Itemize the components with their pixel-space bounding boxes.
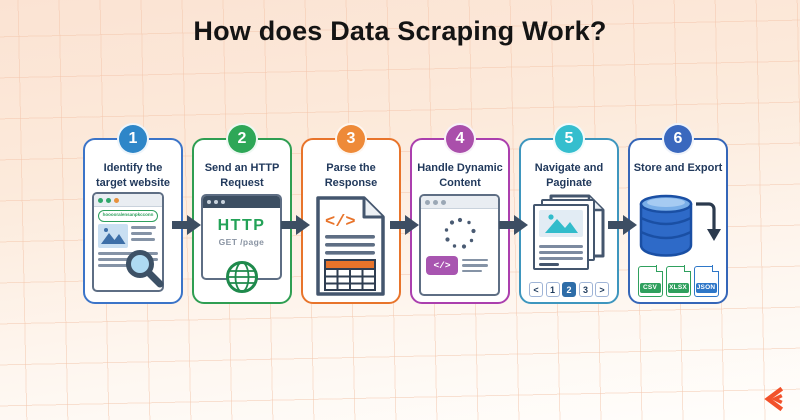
xlsx-file-label: XLSX bbox=[667, 283, 689, 293]
loading-spinner-icon bbox=[444, 217, 476, 249]
text-lines bbox=[131, 224, 158, 248]
step-card-parse-response: 3 Parse the Response </> bbox=[301, 123, 401, 304]
browser-window-icon: </> bbox=[419, 194, 500, 296]
browser-dot-icon bbox=[106, 197, 111, 203]
image-placeholder-icon bbox=[98, 224, 128, 248]
browser-dot-icon bbox=[214, 200, 218, 204]
xlsx-file-icon: XLSX bbox=[665, 265, 692, 297]
step-number-badge: 5 bbox=[553, 123, 585, 155]
flow-arrow-icon bbox=[499, 215, 528, 235]
url-bar: hooooralensanpkcconn bbox=[98, 210, 158, 222]
browser-window-icon: HTTP GET /page bbox=[201, 194, 282, 293]
magnifier-icon bbox=[126, 250, 164, 288]
flow-arrow-icon bbox=[281, 215, 310, 235]
database-icon bbox=[639, 194, 693, 257]
csv-file-icon: CSV bbox=[637, 265, 664, 297]
step-card-navigate-paginate: 5 Navigate and Paginate bbox=[519, 123, 619, 304]
step-number-badge: 6 bbox=[662, 123, 694, 155]
pagination-page-2-active[interactable]: 2 bbox=[562, 282, 576, 297]
step-number-badge: 3 bbox=[335, 123, 367, 155]
browser-dot-icon bbox=[425, 199, 430, 205]
step-label: Handle Dynamic Content bbox=[417, 162, 503, 189]
page-title: How does Data Scraping Work? bbox=[193, 16, 607, 46]
step-label: Identify the target website bbox=[96, 162, 170, 189]
step-label: Parse the Response bbox=[324, 162, 378, 189]
browser-header bbox=[421, 196, 498, 209]
json-file-icon: JSON bbox=[693, 265, 720, 297]
page-sheet bbox=[533, 204, 589, 270]
browser-dot-icon bbox=[114, 197, 119, 203]
step-number-badge: 4 bbox=[444, 123, 476, 155]
step-number-badge: 2 bbox=[226, 123, 258, 155]
step-label: Navigate and Paginate bbox=[534, 162, 604, 189]
code-glyph: </> bbox=[325, 213, 356, 232]
step-card-store-export: 6 Store and Export CSV XLSX JSON bbox=[628, 123, 728, 304]
browser-header bbox=[203, 196, 280, 208]
stacked-pages-icon bbox=[533, 194, 605, 276]
flow-arrow-icon bbox=[608, 215, 637, 235]
pagination-page-1[interactable]: 1 bbox=[545, 282, 560, 297]
browser-dot-icon bbox=[221, 200, 225, 204]
browser-dot-icon bbox=[98, 197, 103, 203]
export-arrow-icon bbox=[696, 202, 721, 241]
globe-icon bbox=[225, 261, 258, 293]
pagination-next-button[interactable]: > bbox=[595, 282, 609, 297]
export-files-row: CSV XLSX JSON bbox=[632, 265, 724, 297]
document-code-table-icon: </> bbox=[316, 196, 385, 296]
geekflare-logo-icon bbox=[764, 386, 784, 412]
flow-arrow-icon bbox=[390, 215, 419, 235]
browser-dot-icon bbox=[441, 199, 446, 205]
browser-window-icon: hooooralensanpkcconn bbox=[92, 192, 164, 292]
text-lines bbox=[539, 245, 583, 266]
step-card-dynamic-content: 4 Handle Dynamic Content </> bbox=[410, 123, 510, 304]
browser-dot-icon bbox=[433, 199, 438, 205]
text-lines bbox=[462, 258, 493, 273]
step-card-http-request: 2 Send an HTTP Request HTTP GET /page bbox=[192, 123, 292, 304]
step-number-badge: 1 bbox=[117, 123, 149, 155]
browser-dot-icon bbox=[207, 200, 211, 204]
flow-arrow-icon bbox=[172, 215, 201, 235]
code-chip: </> bbox=[426, 256, 458, 275]
browser-header bbox=[94, 194, 162, 207]
step-card-identify-website: 1 Identify the target website hooooralen… bbox=[83, 123, 183, 304]
csv-file-label: CSV bbox=[639, 283, 661, 293]
pagination-prev-button[interactable]: < bbox=[529, 282, 543, 297]
step-label: Store and Export bbox=[633, 162, 723, 174]
http-get-text: GET /page bbox=[218, 237, 265, 247]
pagination-page-3[interactable]: 3 bbox=[578, 282, 593, 297]
json-file-label: JSON bbox=[695, 283, 717, 293]
step-label: Send an HTTP Request bbox=[204, 162, 280, 189]
http-protocol-text: HTTP bbox=[217, 217, 266, 234]
pagination-control: < 1 2 3 > bbox=[529, 282, 609, 297]
image-placeholder-icon bbox=[539, 210, 583, 237]
